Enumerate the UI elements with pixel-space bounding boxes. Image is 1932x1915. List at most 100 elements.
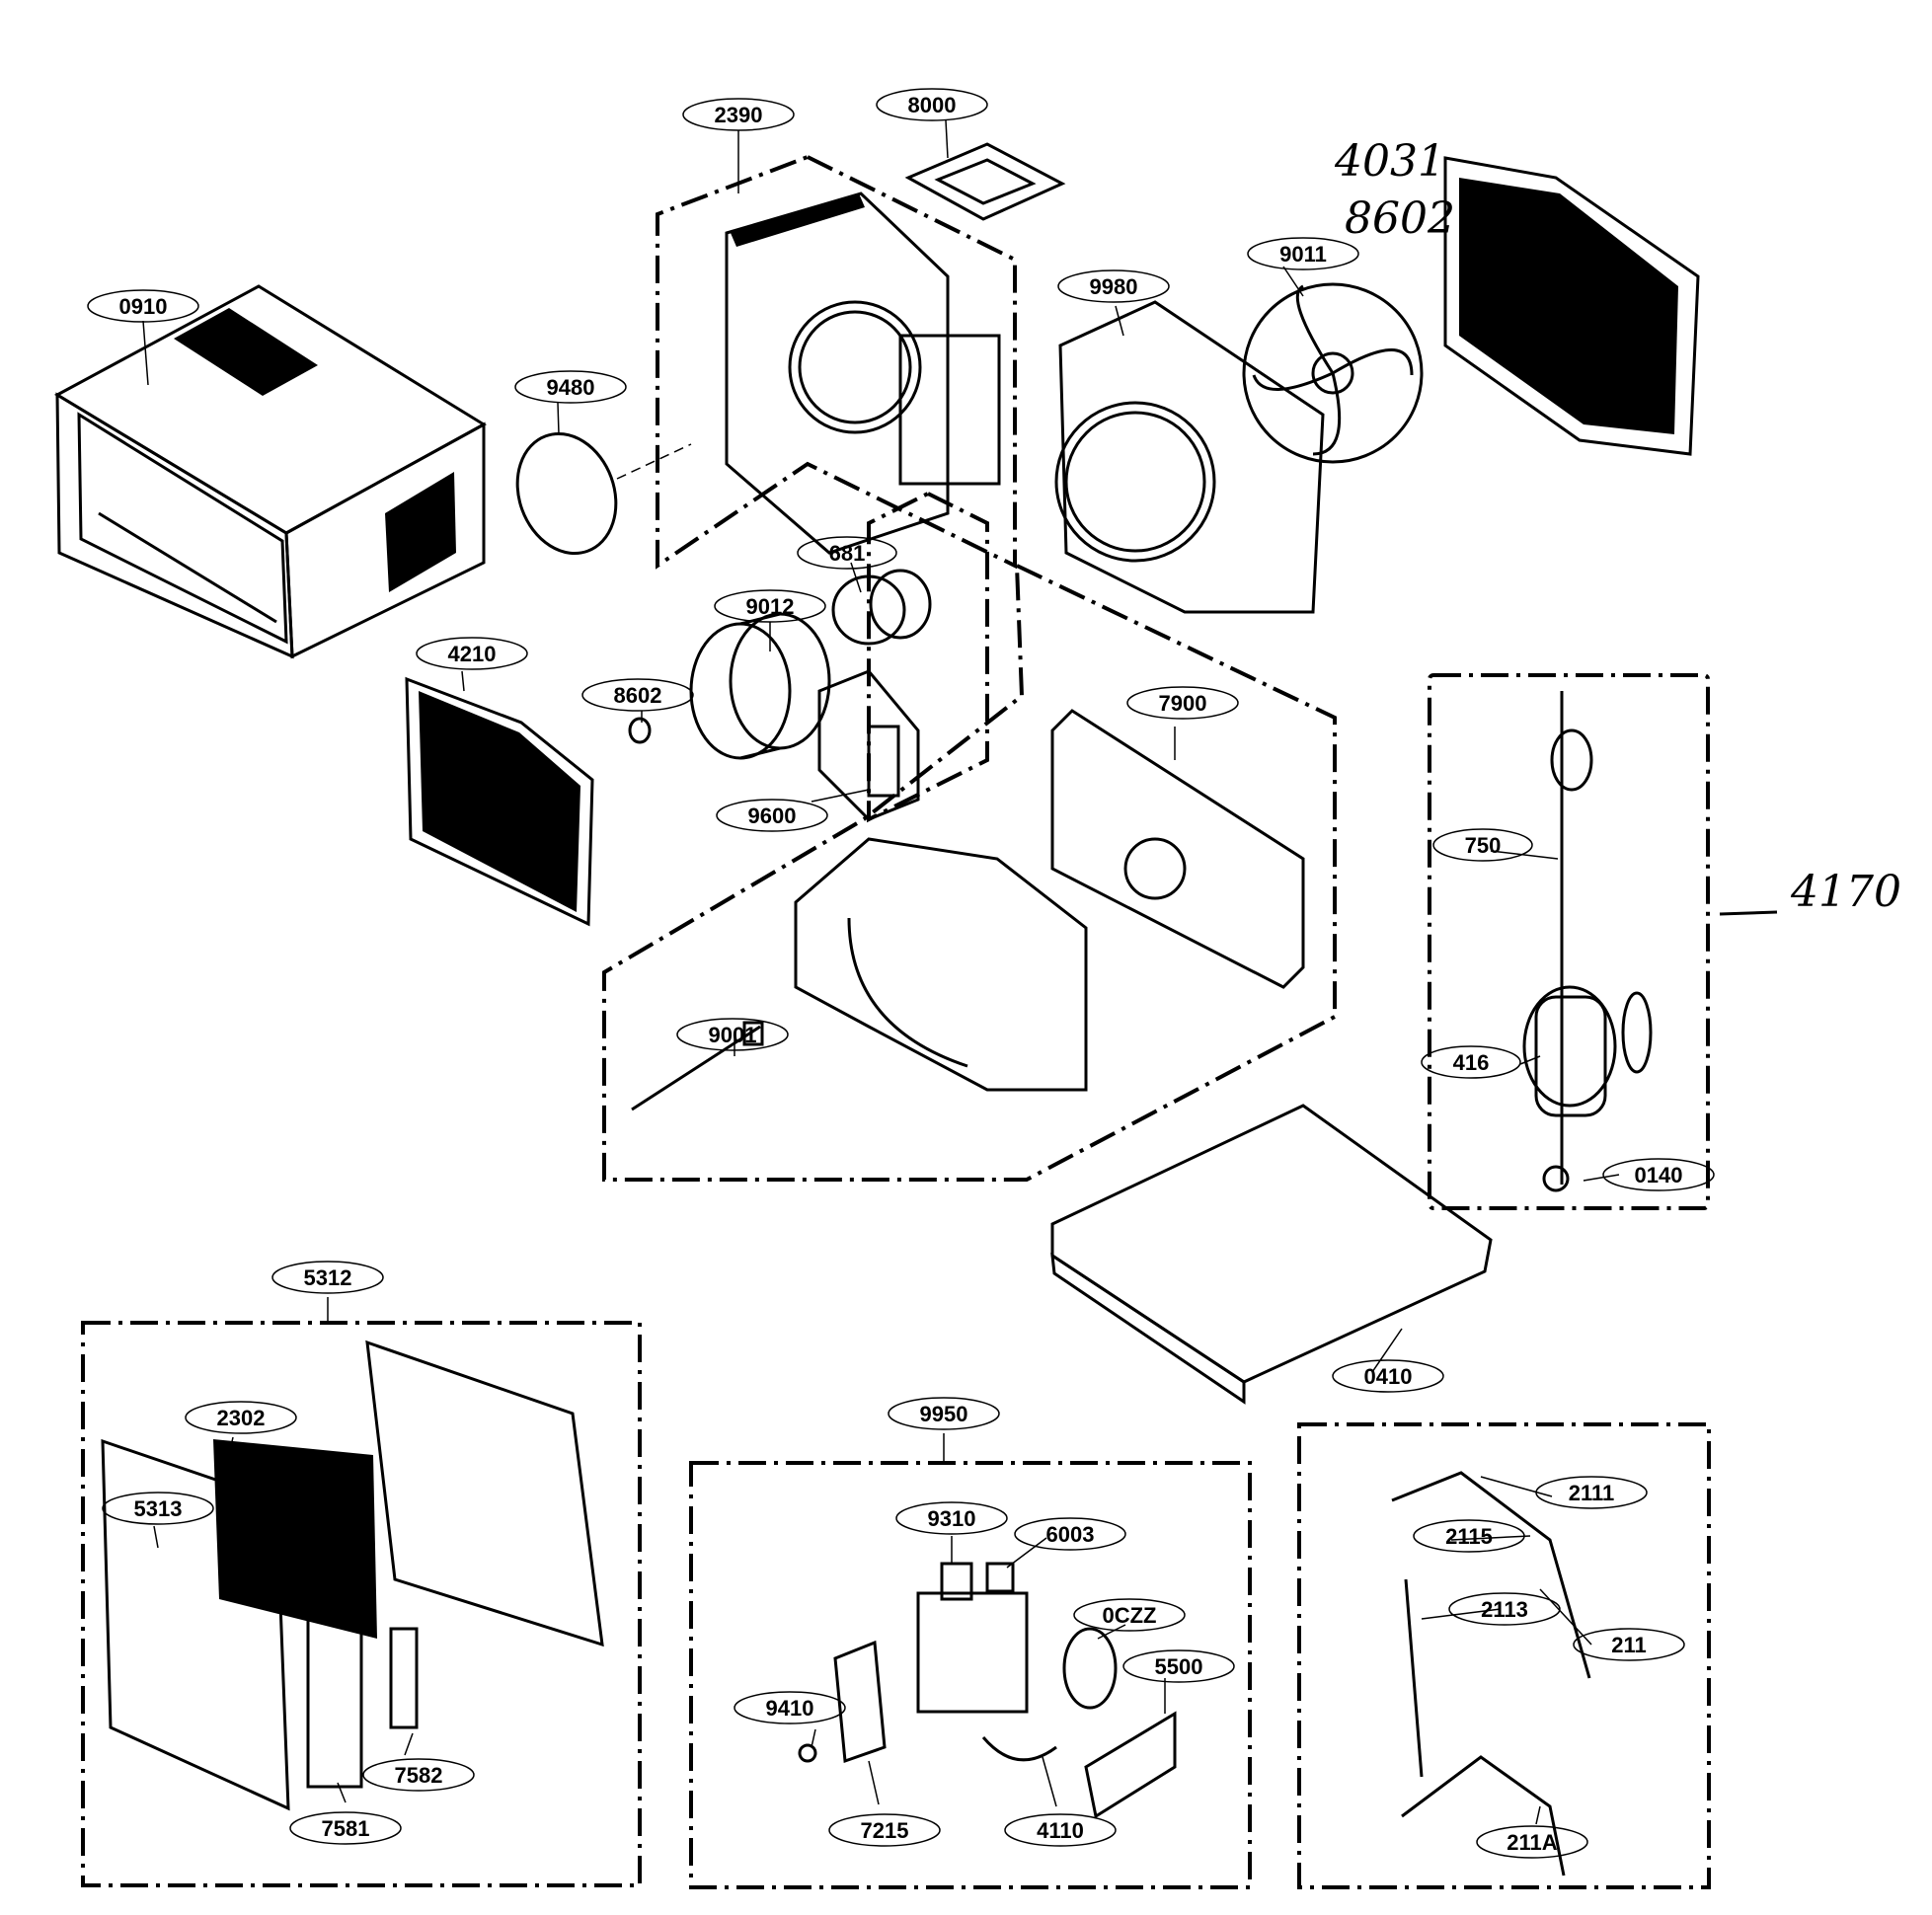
shroud-ring-9480 bbox=[515, 431, 618, 556]
orifice-2390 bbox=[725, 192, 1001, 555]
svg-text:9310: 9310 bbox=[928, 1506, 976, 1531]
svg-text:0CZZ: 0CZZ bbox=[1103, 1603, 1157, 1628]
bracket-8000 bbox=[904, 142, 1066, 221]
part-label-0140: 0140 bbox=[1602, 1158, 1715, 1191]
leader-lines bbox=[142, 119, 1620, 1825]
scroll-housing bbox=[794, 837, 1088, 1092]
front-grille-group bbox=[101, 1340, 604, 1811]
tubing-group bbox=[1391, 1471, 1591, 1877]
part-label-0910: 0910 bbox=[87, 289, 199, 323]
svg-text:2390: 2390 bbox=[715, 103, 763, 127]
cabinet-top-louvers bbox=[174, 308, 318, 396]
part-label-8000: 8000 bbox=[876, 88, 988, 121]
control-group-9950 bbox=[798, 1562, 1177, 1819]
part-label-9410: 9410 bbox=[734, 1691, 846, 1724]
svg-text:416: 416 bbox=[1453, 1050, 1490, 1075]
svg-text:681: 681 bbox=[829, 541, 866, 566]
base-pan-0410 bbox=[1050, 1104, 1493, 1405]
handwritten-note-4170: 4170 bbox=[1790, 867, 1901, 917]
part-label-4110: 4110 bbox=[1004, 1813, 1117, 1847]
filter-2302 bbox=[213, 1439, 377, 1639]
part-label-5500: 5500 bbox=[1122, 1649, 1235, 1683]
tube-211A bbox=[1401, 1755, 1566, 1877]
cabinet-0910 bbox=[53, 284, 487, 659]
blower-wheel-9012 bbox=[689, 612, 831, 760]
group-boundary-fan-motor bbox=[867, 491, 989, 823]
control-housing bbox=[916, 1591, 1029, 1714]
part-label-2390: 2390 bbox=[682, 98, 795, 131]
evaporator-coil-4210 bbox=[405, 676, 594, 927]
svg-text:9001: 9001 bbox=[709, 1023, 757, 1047]
svg-text:5500: 5500 bbox=[1155, 1654, 1203, 1679]
part-label-2302: 2302 bbox=[185, 1401, 297, 1434]
part-label-7582: 7582 bbox=[362, 1758, 475, 1792]
svg-text:2302: 2302 bbox=[217, 1406, 266, 1430]
group-boundary-tubing bbox=[1297, 1422, 1711, 1889]
svg-text:8602: 8602 bbox=[614, 683, 662, 708]
clip-8602 bbox=[628, 717, 652, 744]
group-boundary-7900 bbox=[602, 562, 1337, 1182]
svg-text:8000: 8000 bbox=[908, 93, 957, 117]
knob-9410 bbox=[798, 1743, 817, 1763]
part-label-2113: 2113 bbox=[1448, 1592, 1561, 1626]
part-label-6003: 6003 bbox=[1014, 1517, 1126, 1551]
part-label-9480: 9480 bbox=[514, 370, 627, 404]
part-label-211: 211 bbox=[1573, 1628, 1685, 1661]
part-label-7900: 7900 bbox=[1126, 686, 1239, 720]
svg-text:211A: 211A bbox=[1507, 1830, 1557, 1855]
part-label-7215: 7215 bbox=[828, 1813, 941, 1847]
group-boundary-2390 bbox=[656, 154, 1017, 570]
control-plate-7900 bbox=[1050, 709, 1305, 989]
part-label-211A: 211A bbox=[1476, 1825, 1588, 1859]
cabinet-side-louvers bbox=[385, 472, 456, 592]
part-label-9012: 9012 bbox=[714, 589, 826, 623]
part-label-5313: 5313 bbox=[102, 1492, 214, 1525]
part-label-2111: 2111 bbox=[1535, 1476, 1648, 1509]
svg-text:2111: 2111 bbox=[1569, 1481, 1615, 1505]
svg-text:2115: 2115 bbox=[1445, 1524, 1493, 1549]
barrier-9980 bbox=[1054, 300, 1325, 614]
switch-9310 bbox=[940, 1562, 973, 1601]
part-label-9950: 9950 bbox=[888, 1397, 1000, 1430]
svg-text:5312: 5312 bbox=[304, 1265, 352, 1290]
part-label-750: 750 bbox=[1432, 828, 1533, 862]
svg-text:4210: 4210 bbox=[448, 642, 497, 666]
condenser-coil-4031 bbox=[1443, 156, 1700, 456]
svg-text:7582: 7582 bbox=[395, 1763, 443, 1788]
svg-text:5313: 5313 bbox=[134, 1496, 183, 1521]
louver-7581 bbox=[306, 1617, 363, 1789]
part-label-9011: 9011 bbox=[1247, 237, 1359, 270]
svg-text:9980: 9980 bbox=[1090, 274, 1138, 299]
part-label-7581: 7581 bbox=[289, 1811, 402, 1845]
svg-text:9410: 9410 bbox=[766, 1696, 814, 1721]
harness-4110 bbox=[981, 1736, 1057, 1762]
svg-text:9012: 9012 bbox=[746, 594, 795, 619]
part-label-9310: 9310 bbox=[895, 1501, 1008, 1535]
motor-mount-9600 bbox=[817, 669, 920, 821]
handwritten-dash bbox=[1719, 910, 1778, 916]
svg-text:7900: 7900 bbox=[1159, 691, 1207, 716]
svg-text:0140: 0140 bbox=[1635, 1163, 1683, 1187]
part-label-0CZZ: 0CZZ bbox=[1073, 1598, 1186, 1632]
svg-text:2113: 2113 bbox=[1481, 1597, 1528, 1622]
thermistor-9001 bbox=[631, 1021, 764, 1111]
part-label-9600: 9600 bbox=[716, 799, 828, 832]
group-boundary-4170 bbox=[1428, 673, 1710, 1210]
svg-text:750: 750 bbox=[1465, 833, 1502, 858]
board-5500 bbox=[1084, 1711, 1177, 1819]
part-label-5312: 5312 bbox=[271, 1261, 384, 1294]
svg-text:0910: 0910 bbox=[119, 294, 168, 319]
capacitor-0CZZ bbox=[1062, 1627, 1118, 1710]
svg-text:6003: 6003 bbox=[1046, 1522, 1095, 1547]
part-label-681: 681 bbox=[797, 536, 897, 570]
svg-text:9950: 9950 bbox=[920, 1402, 968, 1426]
part-label-2115: 2115 bbox=[1413, 1519, 1525, 1553]
part-label-9001: 9001 bbox=[676, 1018, 789, 1051]
relay-6003 bbox=[985, 1562, 1015, 1593]
fan-9011 bbox=[1242, 282, 1424, 464]
knob-plate-7215 bbox=[833, 1640, 887, 1764]
svg-text:9600: 9600 bbox=[748, 804, 797, 828]
svg-text:211: 211 bbox=[1611, 1633, 1647, 1657]
svg-text:9011: 9011 bbox=[1279, 242, 1327, 267]
